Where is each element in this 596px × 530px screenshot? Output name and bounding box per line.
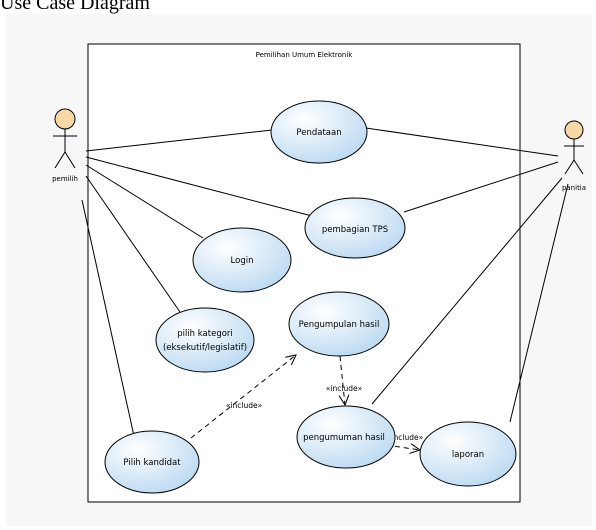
- actor-panitia[interactable]: panitia: [562, 120, 586, 192]
- actor-head: [564, 120, 584, 140]
- actor-label: pemilih: [52, 175, 78, 183]
- assoc-pemilih-pembagian-tps: [85, 156, 313, 217]
- use-case-label: pembagian TPS: [322, 225, 388, 235]
- use-case-login[interactable]: Login: [192, 227, 292, 293]
- use-case-pembagian-tps[interactable]: pembagian TPS: [304, 197, 406, 259]
- use-case-shape: [270, 100, 368, 164]
- assoc-pemilih-login: [85, 164, 204, 239]
- use-case-label-line2: (eksekutif/legislatif): [163, 343, 247, 353]
- assoc-pemilih-pilih-kategori: [85, 175, 181, 313]
- actor-right-leg: [573, 159, 584, 175]
- use-case-shape: [192, 227, 292, 293]
- assoc-panitia-pengumuman-hasil: [371, 177, 563, 405]
- use-case-pengumuman-hasil[interactable]: pengumuman hasil: [296, 405, 396, 469]
- page-heading: Use Case Diagram: [0, 0, 150, 14]
- use-case-pengumpulan-hasil[interactable]: Pengumpulan hasil: [288, 291, 390, 357]
- use-case-pendataan[interactable]: Pendataan: [270, 100, 368, 164]
- use-case-label-line1: pilih kategori: [177, 329, 233, 339]
- assoc-panitia-pembagian-tps: [403, 161, 559, 213]
- actor-pemilih[interactable]: pemilih: [52, 108, 78, 183]
- use-case-label: pengumuman hasil: [303, 433, 385, 443]
- use-case-shape: [296, 405, 396, 469]
- use-case-shape: [304, 197, 406, 259]
- assoc-pemilih-pendataan: [85, 129, 273, 152]
- associations: [81, 127, 569, 437]
- include-label-pengumpulan: «include»: [326, 384, 363, 393]
- actor-right-leg: [64, 151, 76, 169]
- include-relations: [190, 355, 420, 450]
- use-case-pilih-kandidat[interactable]: Pilih kandidat: [104, 430, 200, 494]
- system-boundary-title: Pemilihan Umum Elektronik: [256, 51, 354, 59]
- assoc-pemilih-pilih-kandidat: [81, 199, 135, 437]
- use-case-label: laporan: [452, 450, 484, 460]
- use-case-label: Pengumpulan hasil: [299, 320, 380, 330]
- use-case-pilih-kategori[interactable]: pilih kategori (eksekutif/legislatif): [155, 307, 255, 373]
- use-case-label: Pilih kandidat: [123, 458, 181, 468]
- use-case-label: Pendataan: [296, 128, 341, 138]
- use-case-shape: [104, 430, 200, 494]
- use-case-shape: [155, 307, 255, 373]
- include-pilih-kandidat-pengumpulan: [190, 355, 296, 439]
- actor-left-leg: [564, 159, 575, 175]
- include-label-kandidat: «include»: [226, 401, 263, 410]
- use-case-label: Login: [231, 256, 254, 266]
- actor-left-leg: [54, 151, 66, 169]
- actor-head: [54, 108, 76, 130]
- include-pengumuman-laporan: [385, 445, 420, 450]
- include-label-pengumuman: «include»: [387, 433, 424, 442]
- assoc-panitia-pendataan: [365, 127, 559, 157]
- use-case-shape: [419, 421, 517, 487]
- assoc-panitia-laporan: [509, 183, 569, 423]
- actor-label: panitia: [562, 184, 586, 192]
- use-case-shape: [288, 291, 390, 357]
- use-case-laporan[interactable]: laporan: [419, 421, 517, 487]
